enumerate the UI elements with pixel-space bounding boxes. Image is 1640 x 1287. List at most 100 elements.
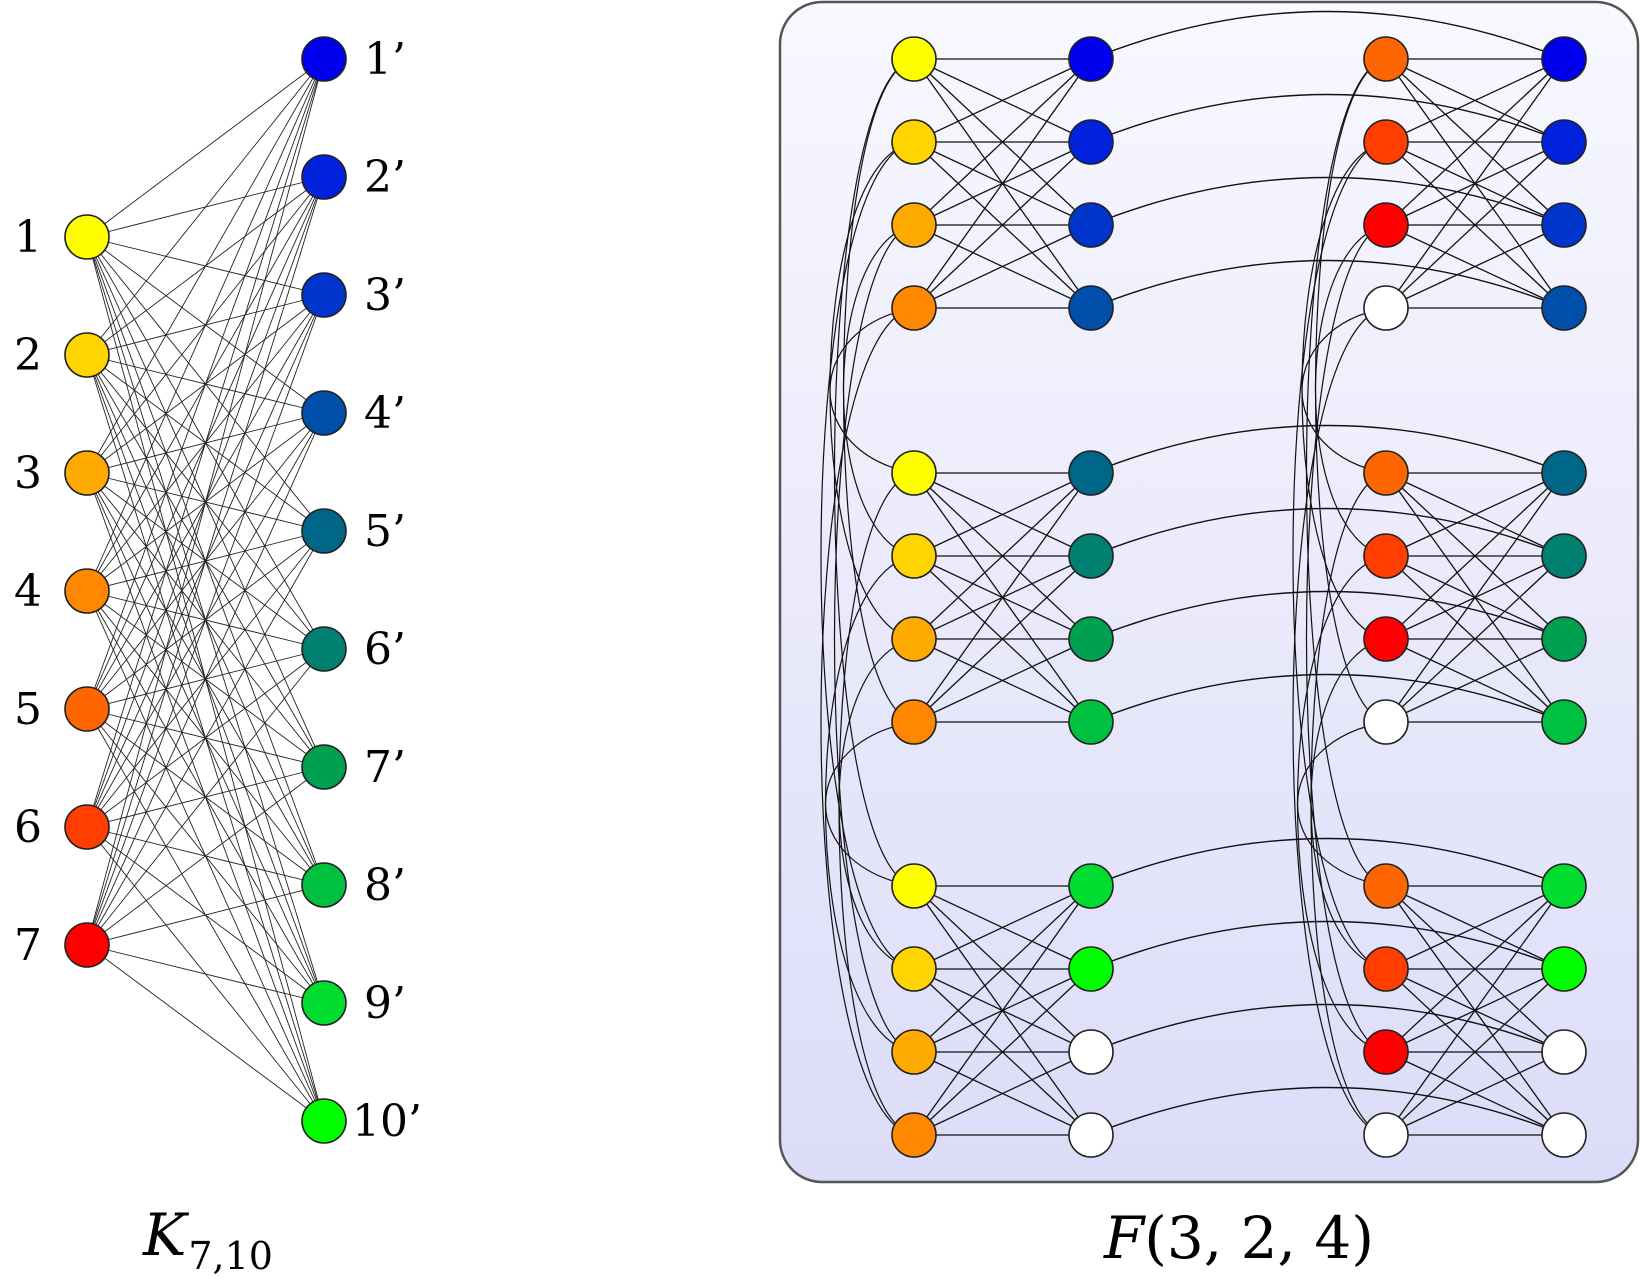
gadget-unit-edge xyxy=(913,472,1092,557)
gadget-unit-edge xyxy=(913,968,1092,1136)
gadget-vertex xyxy=(1363,450,1409,496)
gadget-vertical-curve xyxy=(1305,224,1387,1053)
gadget-vertical-curve xyxy=(1310,638,1387,970)
bipartite-edge xyxy=(86,944,325,1122)
bipartite-edge xyxy=(86,58,325,592)
gadget-vertex xyxy=(891,202,937,248)
gadget-vertical-curve xyxy=(842,224,915,557)
gadget-unit-edge xyxy=(1385,555,1565,723)
left-vertex xyxy=(64,804,110,850)
gadget-unit-edge xyxy=(1385,968,1565,1136)
gadget-vertex xyxy=(1541,119,1587,165)
gadget-edges xyxy=(913,58,1565,1136)
gadget-vertex xyxy=(891,533,937,579)
gadget-vertical-curve xyxy=(838,638,915,970)
gadget-unit-edge xyxy=(1385,885,1565,1053)
gadget-vertex xyxy=(1068,119,1114,165)
gadget-vertex xyxy=(891,863,937,909)
gadget-caption: F(3, 2, 4) xyxy=(1103,1204,1374,1272)
bipartite-edge xyxy=(86,530,325,946)
gadget-unit-edge xyxy=(913,472,1092,723)
gadget-vertex xyxy=(891,36,937,82)
gadget-vertex xyxy=(1363,533,1409,579)
left-vertex-label: 1 xyxy=(14,212,42,263)
gadget-vertical-curve xyxy=(1292,141,1387,970)
bipartite-edge xyxy=(86,58,325,356)
gadget-nodes xyxy=(891,36,1587,1158)
gadget-vertex xyxy=(1068,1029,1114,1075)
bipartite-edge xyxy=(86,58,325,238)
gadget-arc xyxy=(1090,1086,1565,1136)
gadget-arc xyxy=(1090,424,1565,474)
bipartite-edge xyxy=(86,944,325,1004)
bipartite-edge xyxy=(86,58,325,946)
gadget-vertex xyxy=(1363,863,1409,909)
gadget-vertex xyxy=(1068,285,1114,331)
gadget-unit-edge xyxy=(913,58,1092,143)
gadget-vertical-curve xyxy=(820,307,915,1136)
left-vertex-label: 4 xyxy=(14,566,42,617)
bipartite-edge xyxy=(86,884,325,946)
gadget-unit-edge xyxy=(1385,638,1565,723)
left-vertex-label: 3 xyxy=(14,448,42,499)
gadget-arc xyxy=(1090,837,1565,887)
right-vertex-label: 1’ xyxy=(364,34,406,85)
gadget-unit-edge xyxy=(913,58,1092,226)
left-vertex xyxy=(64,922,110,968)
right-vertex-label: 4’ xyxy=(364,388,406,439)
gadget-vertex xyxy=(1363,699,1409,745)
gadget-unit-edge xyxy=(1385,472,1565,557)
gadget-unit-edge xyxy=(913,638,1092,723)
right-vertex-label: 2’ xyxy=(364,152,406,203)
gadget-unit-edge xyxy=(913,472,1092,640)
gadget-vertex xyxy=(1541,202,1587,248)
gadget-vertex xyxy=(1363,616,1409,662)
gadget-vertex xyxy=(1541,616,1587,662)
gadget-arc xyxy=(1090,673,1565,723)
left-vertex-label: 2 xyxy=(14,330,42,381)
bipartite-edge xyxy=(86,58,325,828)
gadget-vertex xyxy=(1363,202,1409,248)
bipartite-edge xyxy=(86,176,325,946)
bipartite-caption-subscript: 7,10 xyxy=(188,1234,273,1278)
gadget-vertical-curve xyxy=(1301,307,1387,474)
gadget-unit-edge xyxy=(1385,58,1565,226)
gadget-vertex xyxy=(1541,699,1587,745)
gadget-unit-edge xyxy=(913,555,1092,723)
bipartite-edge xyxy=(86,58,325,710)
left-vertex xyxy=(64,568,110,614)
gadget-vertex xyxy=(1363,1112,1409,1158)
gadget-unit-edge xyxy=(913,58,1092,309)
gadget-unit-edge xyxy=(1385,885,1565,970)
gadget-arc xyxy=(1090,10,1565,60)
right-vertex xyxy=(301,744,347,790)
right-vertex xyxy=(301,272,347,318)
gadget-vertex xyxy=(1068,450,1114,496)
right-vertex-label: 5’ xyxy=(364,506,406,557)
gadget-vertex xyxy=(891,450,937,496)
gadget-vertical-curve xyxy=(1292,307,1387,1136)
gadget-vertical-curve xyxy=(1314,224,1387,557)
gadget-vertex xyxy=(1068,863,1114,909)
gadget-vertical-curve xyxy=(1296,721,1387,887)
gadget-vertex xyxy=(1363,119,1409,165)
gadget-vertex xyxy=(1541,1112,1587,1158)
gadget-caption-main: F xyxy=(1103,1204,1146,1272)
gadget-vertex xyxy=(891,119,937,165)
gadget-unit-edge xyxy=(913,885,1092,1136)
gadget-unit-edge xyxy=(913,141,1092,309)
gadget-vertex xyxy=(891,285,937,331)
gadget-vertex xyxy=(1541,285,1587,331)
right-vertex-label: 6’ xyxy=(364,624,406,675)
gadget-vertex xyxy=(1068,699,1114,745)
left-vertex xyxy=(64,214,110,260)
gadget-unit-edge xyxy=(1385,224,1565,309)
gadget-vertex xyxy=(1068,36,1114,82)
gadget-vertex xyxy=(1068,946,1114,992)
gadget-vertex xyxy=(891,616,937,662)
gadget-vertex xyxy=(1068,202,1114,248)
gadget-unit-edge xyxy=(913,885,1092,1053)
